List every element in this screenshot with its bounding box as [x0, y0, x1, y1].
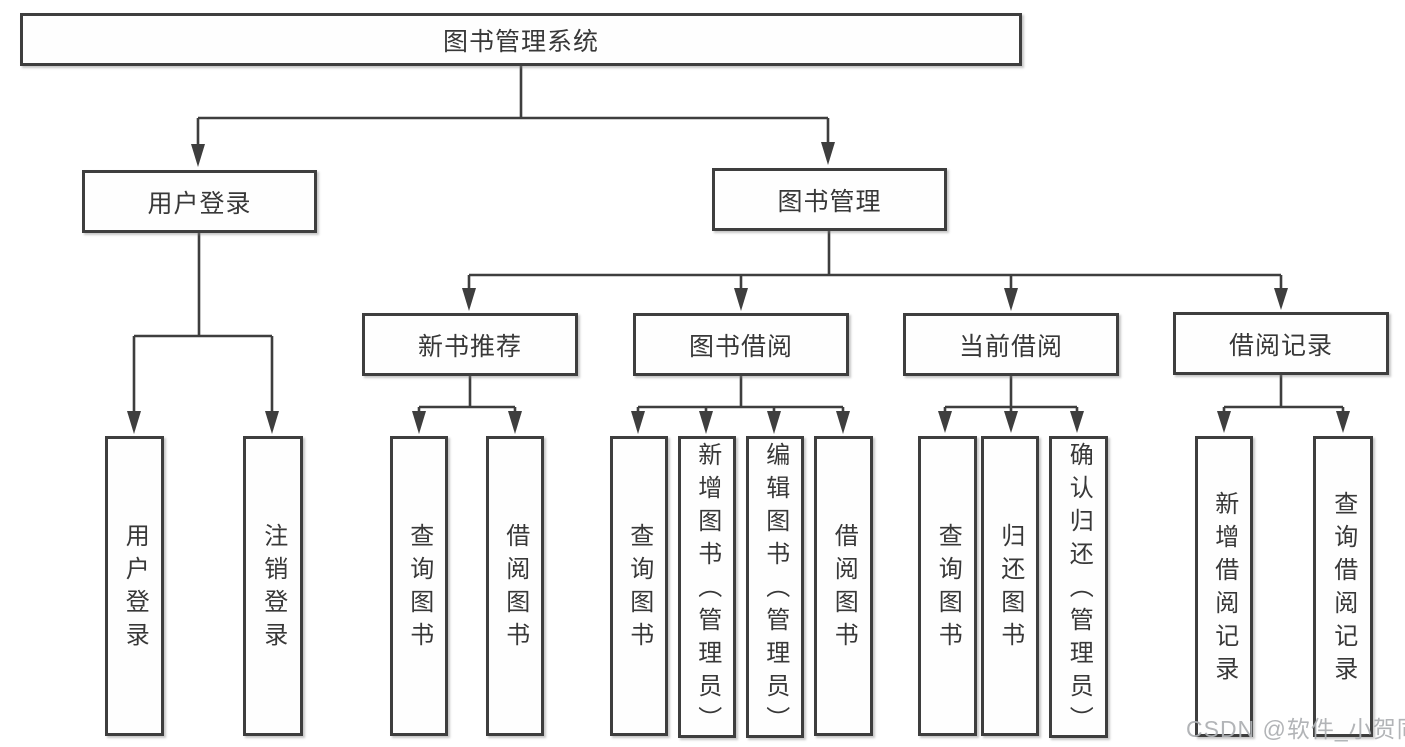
node-label: 用户登录: [147, 189, 252, 218]
node-label: 借阅记录: [1228, 331, 1333, 360]
node-book-borrowing: 图书借阅: [633, 313, 849, 376]
leaf-return-books: 归还图书: [981, 436, 1039, 736]
node-user-login: 用户登录: [82, 170, 317, 233]
node-book-management: 图书管理: [712, 168, 947, 231]
node-label: 新书推荐: [417, 332, 522, 361]
node-label: 借阅图书: [830, 523, 858, 655]
node-label: 图书借阅: [688, 332, 793, 361]
node-label: 查询借阅记录: [1329, 490, 1357, 689]
leaf-add-borrow-record: 新增借阅记录: [1195, 436, 1253, 737]
leaf-borrow-books-recommend: 借阅图书: [486, 436, 544, 736]
node-label: 确认归还（管理员）: [1065, 441, 1093, 739]
leaf-confirm-return-admin: 确认归还（管理员）: [1049, 436, 1108, 739]
node-label: 新增借阅记录: [1210, 490, 1238, 689]
node-label: 注销登录: [259, 523, 287, 655]
node-label: 查询图书: [405, 523, 433, 655]
leaf-logout: 注销登录: [243, 436, 303, 736]
watermark: CSDN @软件_小贺同学: [1186, 716, 1405, 742]
node-label: 图书管理系统: [442, 27, 599, 56]
node-label: 归还图书: [996, 523, 1024, 655]
node-label: 用户登录: [121, 523, 149, 655]
leaf-edit-book-admin: 编辑图书（管理员）: [746, 436, 804, 739]
leaf-borrow-books: 借阅图书: [814, 436, 873, 736]
leaf-query-books-recommend: 查询图书: [390, 436, 448, 736]
node-label: 新增图书（管理员）: [693, 441, 721, 739]
leaf-query-borrow-record: 查询借阅记录: [1313, 436, 1373, 737]
node-label: 查询图书: [934, 523, 962, 655]
leaf-query-books-borrowing: 查询图书: [610, 436, 668, 736]
leaf-query-books-current: 查询图书: [918, 436, 977, 736]
node-library-management-system: 图书管理系统: [20, 13, 1022, 66]
node-current-borrowing: 当前借阅: [903, 313, 1119, 376]
leaf-add-book-admin: 新增图书（管理员）: [678, 436, 736, 739]
node-label: 当前借阅: [958, 332, 1063, 361]
node-label: 编辑图书（管理员）: [761, 441, 789, 739]
node-label: 借阅图书: [501, 523, 529, 655]
arrowhead-icons: [127, 142, 1350, 434]
node-label: 查询图书: [625, 523, 653, 655]
node-label: 图书管理: [777, 187, 882, 216]
node-new-book-recommendation: 新书推荐: [362, 313, 578, 376]
node-borrowing-records: 借阅记录: [1173, 312, 1389, 375]
leaf-user-login: 用户登录: [105, 436, 164, 736]
